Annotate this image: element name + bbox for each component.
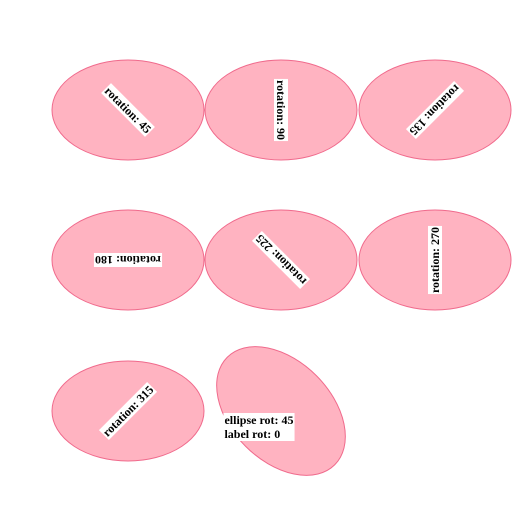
ellipse-group-6: rotation: 270: [358, 209, 512, 311]
ellipse-label-line: ellipse rot: 45: [224, 413, 293, 427]
ellipse-label-background: [274, 78, 288, 142]
ellipse-group-4: rotation: 180: [51, 209, 205, 311]
ellipse-label-background: [428, 225, 442, 295]
ellipse-group-2: rotation: 90: [204, 59, 358, 161]
ellipse-label: rotation: 270: [428, 225, 442, 295]
ellipse-label-background: [405, 80, 465, 140]
ellipse-label-background: [93, 253, 163, 267]
ellipse-shape: [216, 346, 346, 476]
ellipse-label: rotation: 180: [93, 253, 163, 267]
ellipse-label-line: rotation: 180: [95, 253, 161, 267]
ellipse-label-background: [251, 230, 311, 290]
ellipse-label-line: rotation: 270: [428, 227, 442, 293]
ellipse-group-1: rotation: 45: [51, 59, 205, 161]
ellipse-label-background: [101, 83, 155, 137]
ellipse-label-line: rotation: 90: [274, 80, 288, 140]
ellipse-label-line: label rot: 0: [224, 427, 280, 441]
ellipse-group-3: rotation: 135: [358, 59, 512, 161]
ellipse-label: rotation: 90: [274, 78, 288, 142]
ellipse-group-7: rotation: 315: [51, 360, 205, 462]
ellipse-group-5: rotation: 225: [204, 209, 358, 311]
ellipse-label-background: [98, 381, 158, 441]
ellipse-label-background: [223, 413, 295, 441]
